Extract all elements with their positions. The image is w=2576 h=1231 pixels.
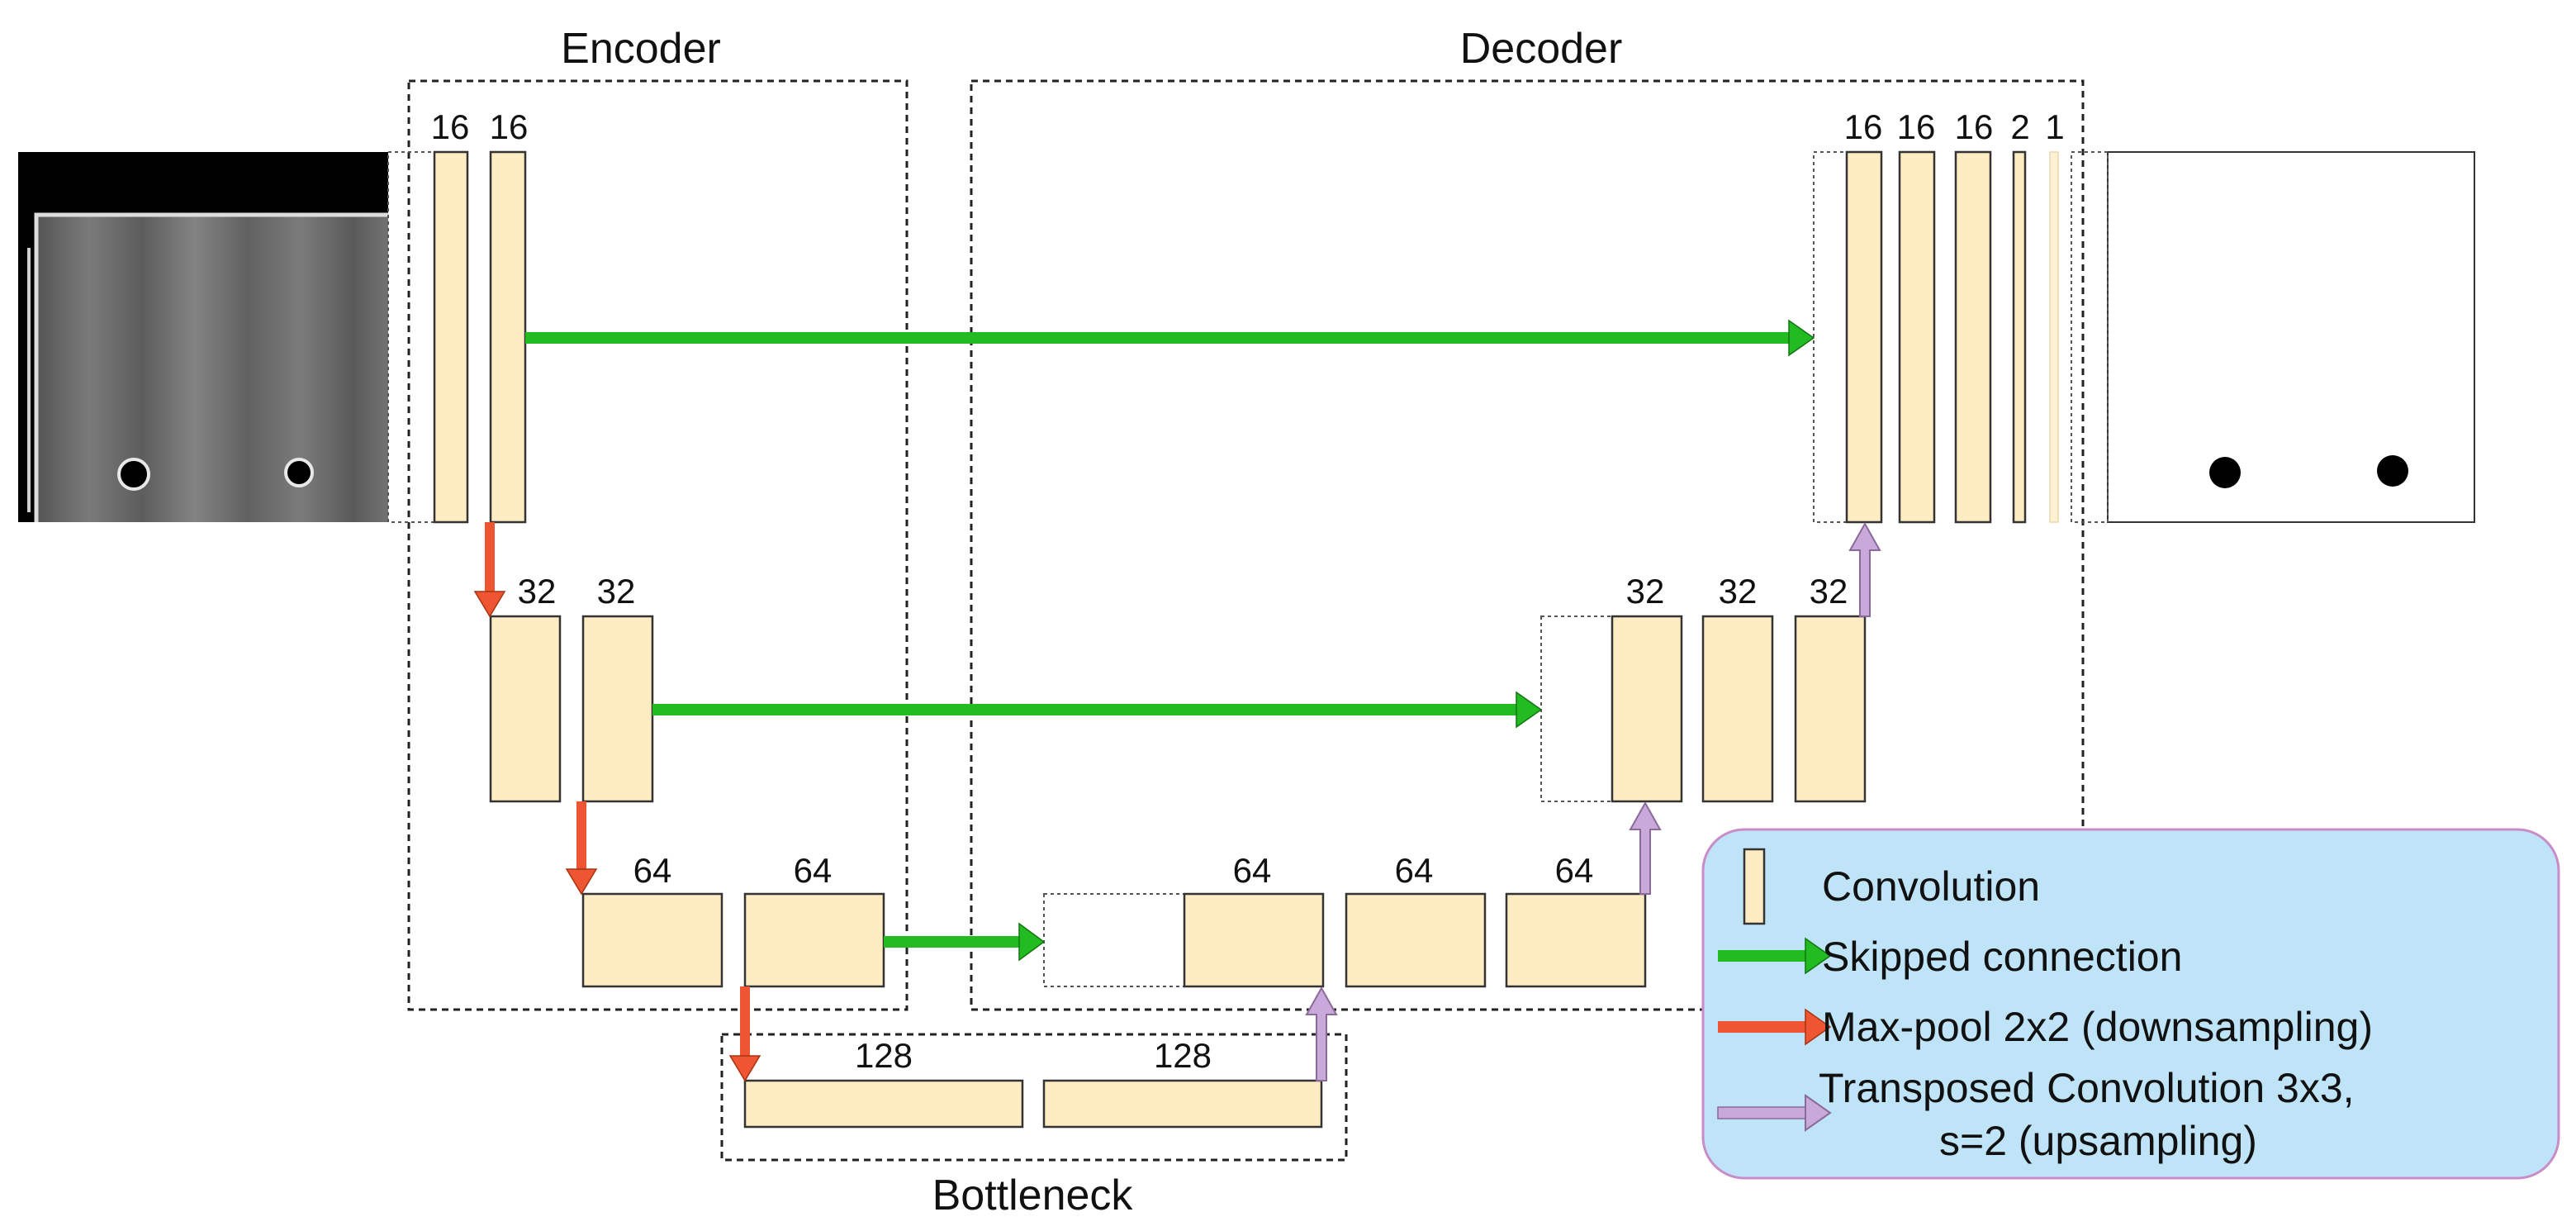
maxpool-arrows <box>473 522 761 1082</box>
legend: Convolution Skipped connection Max-pool … <box>1701 828 2560 1180</box>
conv-block-enc3-b <box>743 892 885 988</box>
conv-block-dec1-e <box>2049 151 2059 523</box>
conv-block-enc1-b <box>489 150 527 524</box>
concat-box-input <box>387 151 435 523</box>
hole-icon <box>284 458 314 487</box>
legend-skip-label: Skipped connection <box>1822 934 2182 980</box>
legend-transposed-label-line2: s=2 (upsampling) <box>1939 1118 2257 1164</box>
encoder-box <box>407 79 908 1011</box>
convolution-icon <box>1743 848 1766 925</box>
concat-box-dec3 <box>1043 893 1185 987</box>
channel-label: 16 <box>1897 107 1936 146</box>
legend-box <box>1701 828 2560 1180</box>
conv-block-dec1-a <box>1845 150 1883 524</box>
channel-label: 16 <box>431 107 470 146</box>
legend-transposed-label-line1: Transposed Convolution 3x3, <box>1819 1065 2355 1111</box>
channel-label: 64 <box>633 851 672 890</box>
bottleneck-title: Bottleneck <box>932 1172 1134 1219</box>
channel-label: 64 <box>794 851 833 890</box>
upsample-arrow-2 <box>1629 801 1662 895</box>
conv-block-enc1-a <box>433 150 469 524</box>
channel-label: 64 <box>1555 851 1594 890</box>
conv-block-enc2-b <box>581 615 654 803</box>
channel-label: 16 <box>490 107 529 146</box>
conv-block-dec1-b <box>1898 150 1936 524</box>
conv-block-enc2-a <box>489 615 562 803</box>
dot-icon <box>2377 455 2408 487</box>
channel-label: 32 <box>1810 572 1848 611</box>
conv-block-enc3-a <box>581 892 723 988</box>
channel-label: 32 <box>1719 572 1758 611</box>
concat-box-dec1 <box>1813 151 1848 523</box>
conv-block-dec1-c <box>1954 150 1992 524</box>
channel-label: 16 <box>1955 107 1994 146</box>
hole-icon <box>117 458 150 491</box>
bottleneck-box <box>720 1033 1348 1162</box>
conv-block-dec3-a <box>1183 892 1325 988</box>
upsample-arrow-icon <box>1717 1094 1832 1132</box>
conv-block-dec3-b <box>1345 892 1487 988</box>
skip-arrows <box>525 319 1815 962</box>
legend-maxpool-label: Max-pool 2x2 (downsampling) <box>1822 1004 2373 1050</box>
concat-box-dec2 <box>1540 616 1613 802</box>
maxpool-arrow-3 <box>728 986 761 1082</box>
conv-block-dec3-c <box>1505 892 1647 988</box>
encoder-title: Encoder <box>561 25 721 73</box>
conv-block-dec2-a <box>1611 615 1683 803</box>
conv-block-dec1-d <box>2012 150 2027 524</box>
dot-icon <box>2209 457 2241 488</box>
upsample-arrow-3 <box>1848 521 1881 617</box>
channel-label: 1 <box>2045 107 2064 146</box>
channel-label: 64 <box>1233 851 1272 890</box>
conv-block-dec2-b <box>1701 615 1774 803</box>
skip-arrow-level2 <box>652 691 1543 729</box>
concat-box-output <box>2071 151 2109 523</box>
skip-arrow-level3 <box>884 922 1046 962</box>
maxpool-arrow-icon <box>1718 1008 1832 1046</box>
channel-label: 16 <box>1844 107 1883 146</box>
conv-block-bottleneck-a <box>743 1079 1024 1129</box>
upsample-arrow-1 <box>1305 986 1338 1081</box>
channel-label: 2 <box>2010 107 2029 146</box>
maxpool-arrow-2 <box>565 801 598 896</box>
conv-block-bottleneck-b <box>1042 1079 1323 1129</box>
conv-block-dec2-c <box>1794 615 1867 803</box>
skip-arrow-level1 <box>525 319 1815 357</box>
channel-label: 128 <box>1154 1036 1212 1075</box>
channel-label: 32 <box>597 572 636 611</box>
decoder-box <box>970 79 2085 1011</box>
channel-label: 128 <box>855 1036 913 1075</box>
legend-convolution-label: Convolution <box>1822 863 2040 910</box>
channel-label: 64 <box>1395 851 1434 890</box>
maxpool-arrow-1 <box>473 522 506 618</box>
skip-arrow-icon <box>1718 937 1832 975</box>
output-mask <box>2107 151 2475 523</box>
decoder-title: Decoder <box>1460 25 1623 73</box>
channel-label: 32 <box>518 572 557 611</box>
upsample-arrows <box>1305 521 1881 1081</box>
channel-label: 32 <box>1626 572 1665 611</box>
input-image <box>18 152 388 522</box>
